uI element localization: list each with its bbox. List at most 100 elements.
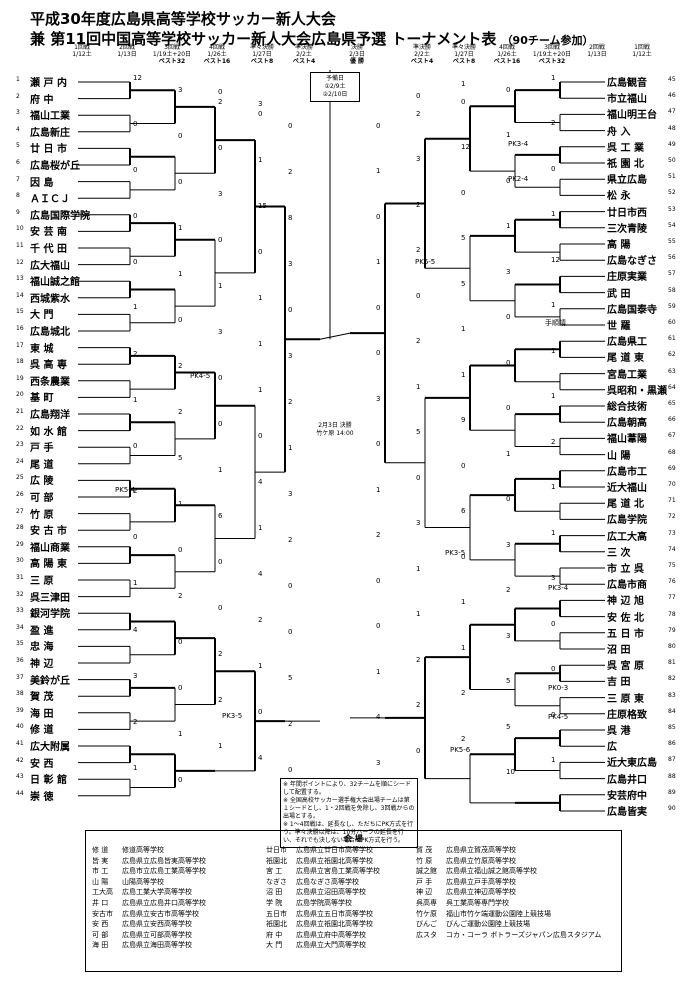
score-left: 4 (258, 478, 263, 486)
venue-abbr: 広スタ (416, 930, 437, 939)
team-number: 47 (668, 108, 676, 116)
team-number: 21 (16, 408, 24, 415)
venue-row: 学 院広島学院高等学校 (266, 898, 380, 909)
team-number: 88 (668, 772, 676, 780)
team-name-right: 広島県工 (607, 337, 647, 349)
team-name-left: 府 中 (30, 94, 54, 106)
team-name-left: 日 彰 館 (30, 775, 67, 787)
round-header-b: ベスト32 (158, 58, 186, 65)
team-name-right: 庄原実業 (607, 272, 647, 284)
team-name-right: 宮島工業 (607, 369, 647, 381)
team-number: 14 (16, 291, 24, 299)
score-left: 0 (133, 212, 137, 220)
venue-name: 広島学院高等学校 (296, 898, 352, 907)
team-number: 74 (668, 545, 676, 553)
team-number: 50 (668, 157, 676, 164)
team-number: 73 (668, 529, 676, 537)
score-right: 5 (461, 234, 465, 242)
round-header-r: 3回戦 (164, 44, 180, 51)
team-name-right: 尾 道 北 (607, 499, 644, 511)
venue-name: 広島県立大門高等学校 (296, 941, 366, 950)
score-right: 0 (376, 440, 380, 448)
score-right: 1 (461, 80, 465, 88)
team-name-right: 総合技術 (607, 402, 647, 413)
score-right: 0 (376, 213, 380, 221)
team-name-left: 安 西 (30, 758, 54, 770)
score-left: 1 (258, 294, 262, 302)
pk-label: PK6-5 (415, 258, 435, 266)
score-left: 0 (133, 120, 137, 128)
team-name-right: 広 (607, 742, 617, 754)
round-header-d: 2/2土 (414, 51, 430, 58)
team-number: 40 (16, 723, 24, 731)
team-name-left: 呉三津田 (30, 592, 70, 604)
team-name-left: 安 古 市 (30, 526, 67, 538)
team-name-right: 広島国泰寺 (607, 304, 657, 316)
final-header-b: 優 勝 (349, 58, 365, 65)
team-name-right: 高 陽 (607, 240, 631, 251)
score-left: 1 (133, 764, 137, 772)
team-name-right: 三 原 東 (607, 693, 644, 705)
team-name-right: 市立福山 (607, 94, 647, 106)
venue-abbr: 皆 実 (92, 856, 109, 865)
team-number: 64 (668, 383, 676, 391)
score-left: 0 (133, 166, 137, 174)
tournament-subtitle: 兼 第11回中国高等学校サッカー新人大会広島県予選 トーナメント表 （90チーム… (30, 28, 594, 49)
score-left: 0 (178, 776, 182, 784)
final-header-r: 決勝 (350, 44, 363, 51)
team-number: 60 (668, 319, 676, 326)
team-name-right: 市 立 呉 (607, 564, 644, 575)
team-number: 52 (668, 189, 676, 197)
score-left: 2 (178, 408, 182, 416)
venue-abbr: 宮 工 (266, 867, 283, 876)
score-left: 0 (288, 766, 292, 774)
team-number: 23 (16, 441, 24, 449)
team-number: 16 (16, 325, 24, 332)
score-right: 4 (376, 713, 381, 721)
team-name-right: 五 日 市 (607, 628, 644, 640)
team-number: 66 (668, 416, 676, 424)
venue-abbr: 府 中 (266, 930, 283, 939)
round-header-d: 1/19土+20日 (532, 51, 572, 58)
venue-row: 竹 原広島県立竹原高等学校 (416, 856, 601, 867)
score-right: 0 (376, 122, 380, 130)
score-right: 0 (551, 165, 555, 173)
team-name-left: 広大附属 (30, 742, 70, 753)
score-left: 2 (258, 616, 262, 624)
team-name-left: 神 辺 (30, 659, 54, 670)
score-left: 0 (288, 628, 292, 636)
pk-label: 手順請 (545, 318, 566, 327)
round-header-b: ベスト8 (250, 58, 274, 65)
score-left: 1 (258, 524, 262, 532)
team-number: 69 (668, 464, 676, 472)
venue-abbr: 祇園北 (266, 856, 287, 865)
venue-row: 呉高専呉工業高等専門学校 (416, 898, 601, 909)
venue-name: 広島なぎさ高等学校 (296, 877, 359, 886)
venue-row: 廿日市広島県立廿日市高等学校 (266, 845, 380, 856)
score-right: 0 (506, 404, 510, 412)
score-left: 2 (133, 350, 137, 358)
score-right: 1 (551, 529, 555, 537)
team-name-right: 福山明王台 (607, 110, 657, 122)
team-number: 44 (16, 789, 24, 797)
score-left: 3 (258, 100, 262, 108)
venue-row: 山 陽山陽高等学校 (92, 877, 206, 888)
score-right: 5 (461, 280, 465, 288)
team-number: 5 (16, 142, 20, 150)
pk-label: PK3-4 (548, 584, 569, 592)
venue-name: 広島県立沼田高等学校 (296, 888, 366, 897)
venue-name: 広島工業大学高等学校 (122, 888, 192, 897)
round-header-d: 1/13日 (587, 51, 607, 58)
team-name-right: 世 羅 (607, 321, 631, 332)
round-header-r: 2回戦 (589, 44, 605, 51)
venue-name: コカ・コーラ ボトラーズジャパン広島スタジアム (446, 930, 602, 939)
score-left: 4 (133, 626, 138, 634)
team-number: 75 (668, 562, 676, 569)
venue-name: びんご運動公園陸上競技場 (446, 920, 530, 929)
venue-row: びんごびんご運動公園陸上競技場 (416, 919, 601, 930)
score-left: 0 (288, 306, 292, 314)
